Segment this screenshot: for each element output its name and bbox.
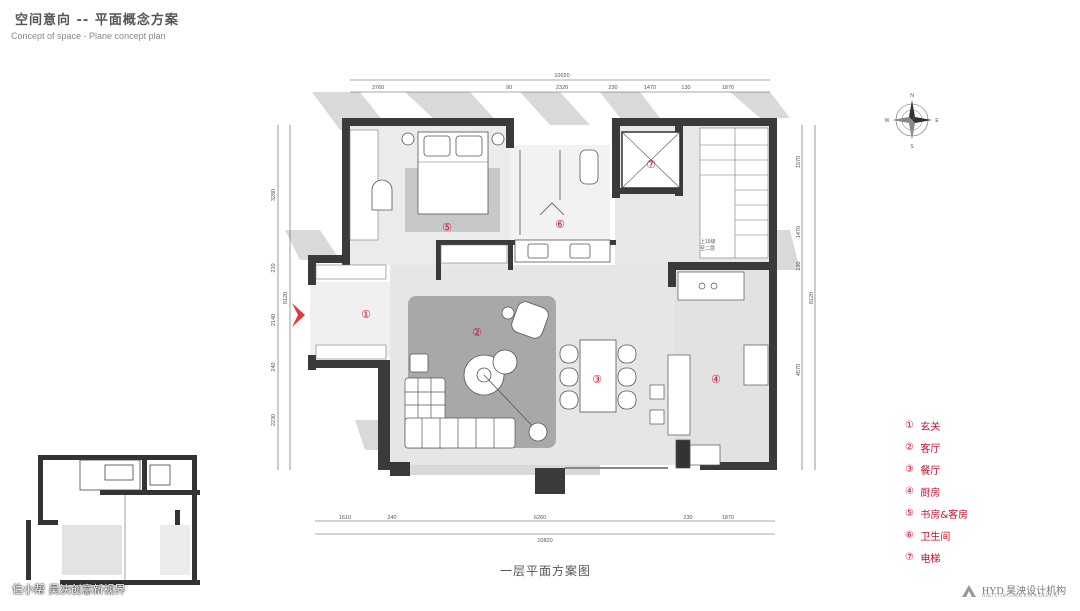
room-markers: ① ② ③ ④ ⑤ ⑥ ⑦ xyxy=(361,159,721,386)
legend-item-bathroom: ⑥ 卫生间 xyxy=(905,529,951,543)
left-dimension-labels: 3280 210 2140 240 2230 8120 xyxy=(271,189,289,426)
svg-text:6260: 6260 xyxy=(534,515,546,521)
room-marker-bathroom: ⑥ xyxy=(555,219,565,231)
key-plan xyxy=(22,452,212,597)
svg-text:N: N xyxy=(910,93,914,99)
brand-name: HYD 昊泱设计机构 xyxy=(982,586,1067,597)
legend-item-living: ② 客厅 xyxy=(905,441,941,455)
svg-text:3760: 3760 xyxy=(372,85,384,91)
legend-item-study: ⑤ 书房&客房 xyxy=(905,507,969,521)
svg-text:2320: 2320 xyxy=(556,85,568,91)
svg-text:8120: 8120 xyxy=(283,292,289,304)
svg-text:E: E xyxy=(935,118,939,124)
walls xyxy=(308,118,777,494)
svg-text:3280: 3280 xyxy=(271,189,277,201)
legend: ① 玄关 ② 客厅 ③ 餐厅 ④ 厨房 ⑤ 书房&客房 ⑥ 卫生间 ⑦ 电梯 xyxy=(905,414,1025,568)
plan-caption: 一层平面方案图 xyxy=(500,564,592,578)
brand-logo: HYD 昊泱设计机构 HAO YI DECORATION & DESIGN xyxy=(962,582,1067,599)
stair-note-2: 至二层 xyxy=(700,246,715,252)
sofa xyxy=(404,377,516,449)
corridor-cabinet xyxy=(440,244,508,264)
study-chair xyxy=(371,179,393,211)
page-subtitle: Concept of space - Plane concept plan xyxy=(11,31,166,41)
svg-text:1470: 1470 xyxy=(644,85,656,91)
svg-text:8120: 8120 xyxy=(809,292,815,304)
shoe-cabinet xyxy=(315,264,387,280)
coffee-tables xyxy=(409,349,548,442)
room-marker-study: ⑤ xyxy=(442,222,452,234)
svg-text:1610: 1610 xyxy=(339,515,351,521)
brand-mark-icon xyxy=(962,584,976,597)
watermark: 住小帮 昊泱创意新视界 xyxy=(12,583,126,596)
svg-text:1870: 1870 xyxy=(722,515,734,521)
dimension-lines xyxy=(277,79,816,535)
compass-icon: N S W E xyxy=(885,93,940,150)
room-marker-living: ② xyxy=(472,327,482,339)
svg-text:W: W xyxy=(885,118,890,124)
legend-item-kitchen: ④ 厨房 xyxy=(905,485,941,499)
svg-text:1570: 1570 xyxy=(796,156,802,168)
dimension-labels: 10020 3760 90 2320 230 1470 130 1870 161… xyxy=(339,73,734,544)
svg-text:1470: 1470 xyxy=(796,226,802,238)
svg-text:230: 230 xyxy=(683,515,692,521)
svg-text:130: 130 xyxy=(796,261,802,270)
dining-set xyxy=(559,339,637,413)
room-marker-kitchen: ④ xyxy=(711,374,721,386)
room-marker-dining: ③ xyxy=(592,374,602,386)
svg-text:240: 240 xyxy=(271,362,277,371)
room-marker-elevator: ⑦ xyxy=(646,159,656,171)
svg-text:S: S xyxy=(910,144,914,150)
svg-text:4570: 4570 xyxy=(796,364,802,376)
svg-text:130: 130 xyxy=(681,85,690,91)
svg-text:10820: 10820 xyxy=(537,538,552,544)
right-dimension-labels: 1570 1470 130 4570 8120 xyxy=(796,156,815,376)
svg-text:240: 240 xyxy=(387,515,396,521)
entry-bench xyxy=(315,344,387,360)
svg-text:90: 90 xyxy=(506,85,512,91)
armchair xyxy=(501,301,549,339)
svg-text:230: 230 xyxy=(608,85,617,91)
legend-item-dining: ③ 餐厅 xyxy=(905,463,941,477)
kitchen-fixtures xyxy=(649,271,769,469)
svg-text:1870: 1870 xyxy=(722,85,734,91)
bathroom-fixtures xyxy=(514,149,611,263)
bed xyxy=(401,131,505,215)
svg-text:2230: 2230 xyxy=(271,414,277,426)
svg-text:10020: 10020 xyxy=(554,73,569,79)
legend-item-entrance: ① 玄关 xyxy=(905,419,941,433)
stair-note-1: 上16级 xyxy=(700,238,716,245)
staircase xyxy=(699,127,769,259)
svg-text:210: 210 xyxy=(271,263,277,272)
entry-arrow xyxy=(292,303,305,327)
page-title: 空间意向 -- 平面概念方案 xyxy=(15,13,179,28)
legend-item-elevator: ⑦ 电梯 xyxy=(905,551,941,565)
svg-text:2140: 2140 xyxy=(271,314,277,326)
room-marker-entrance: ① xyxy=(361,309,371,321)
brand-sub: HAO YI DECORATION & DESIGN xyxy=(982,594,1058,599)
